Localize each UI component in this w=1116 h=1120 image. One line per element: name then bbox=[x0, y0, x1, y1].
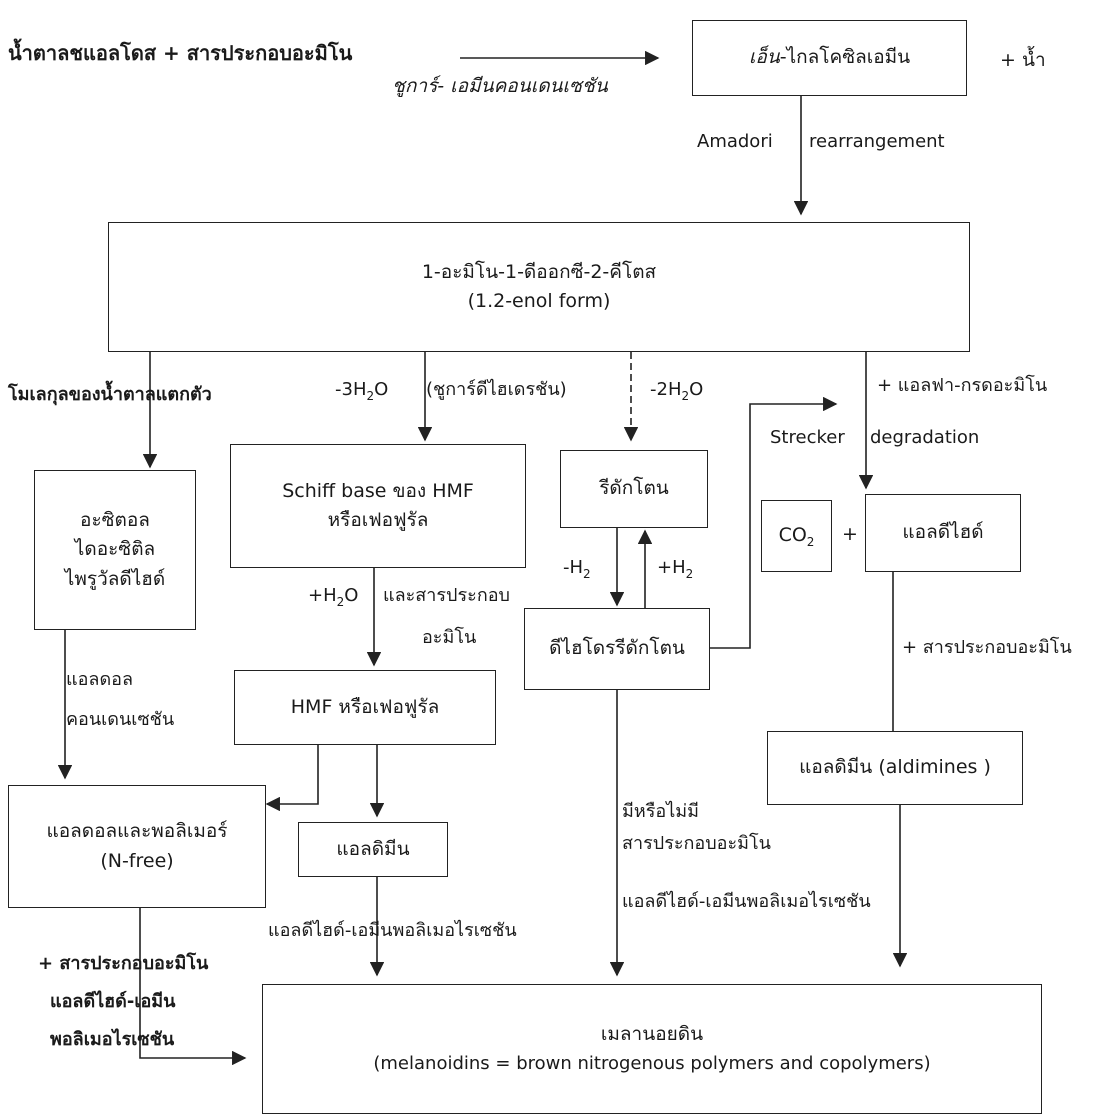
n-prefix: เอ็น bbox=[748, 46, 780, 69]
schiff-base-text: Schiff base ของ HMF bbox=[282, 479, 474, 502]
melanoidin-definition: (melanoidins = brown nitrogenous polymer… bbox=[373, 1052, 931, 1074]
aldimine-text: แอลดิมีน bbox=[336, 837, 410, 860]
melanoidin-node: เมลานอยดิน (melanoidins = brown nitrogen… bbox=[262, 984, 1042, 1114]
n-glycosylamine-node: เอ็น-ไกลโคซิลเอมีน bbox=[692, 20, 967, 96]
minus-2h2o-label: -2H2O bbox=[650, 379, 704, 403]
sugar-amine-condensation-label: ชูการ์- เอมีนคอนเดนเซชัน bbox=[392, 75, 608, 97]
arrow-hmf-aldol bbox=[265, 745, 319, 812]
co2-node: CO2 bbox=[761, 500, 832, 572]
n-free-label: (N-free) bbox=[100, 849, 174, 872]
aminoketose-name: 1-อะมิโน-1-ดีออกซี-2-คีโตส bbox=[421, 260, 657, 283]
melanoidin-name: เมลานอยดิน bbox=[600, 1023, 704, 1046]
aldimines-node: แอลดิมีน (aldimines ) bbox=[767, 731, 1023, 805]
aldehyde-amine-polymerization-mid-label: แอลดีไฮด์-เอมีนพอลิเมอไรเซชัน bbox=[268, 920, 517, 941]
plus-h2-label: +H2 bbox=[657, 557, 694, 581]
and-amino-label-1: และสารประกอบ bbox=[383, 585, 510, 606]
aldehyde-text: แอลดีไฮด์ bbox=[902, 521, 984, 544]
pyruvaldehyde-text: ไพรูวัลดีไฮด์ bbox=[64, 567, 166, 590]
left-aldehyde-amine-label: แอลดีไฮด์-เอมีน bbox=[50, 991, 176, 1012]
amadori-label: Amadori bbox=[697, 131, 773, 152]
aldol-polymer-text: แอลดอลและพอลิเมอร์ bbox=[46, 820, 228, 843]
glycosylamine-text: -ไกลโคซิลเอมีน bbox=[779, 46, 911, 69]
aminoketose-node: 1-อะมิโน-1-ดีออกซี-2-คีโตส (1.2-enol for… bbox=[108, 222, 970, 352]
dehydroreductone-node: ดีไฮโดรรีดักโตน bbox=[524, 608, 710, 690]
reductone-node: รีดักโตน bbox=[560, 450, 708, 528]
aldimines-text: แอลดิมีน (aldimines ) bbox=[799, 756, 991, 779]
diacetyl-text: ไดอะซิติล bbox=[74, 538, 156, 561]
acetol-node: อะซิตอล ไดอะซิติล ไพรูวัลดีไฮด์ bbox=[34, 470, 196, 630]
degradation-label: degradation bbox=[870, 427, 980, 448]
sugar-dehydration-label: (ชูการ์ดีไฮเดรชัน) bbox=[426, 379, 567, 400]
acetol-text: อะซิตอล bbox=[80, 508, 150, 531]
with-without-label-2: สารประกอบอะมิโน bbox=[622, 833, 771, 854]
reactants-label: น้ำตาลชแอลโดส + สารประกอบอะมิโน bbox=[8, 41, 353, 65]
schiff-base-node: Schiff base ของ HMF หรือเฟอฟูรัล bbox=[230, 444, 526, 568]
plus-amino-right-label: + สารประกอบอะมิโน bbox=[902, 637, 1072, 658]
rearrangement-label: rearrangement bbox=[809, 131, 945, 152]
sugar-fragmentation-label: โมเลกุลของน้ำตาลแตกตัว bbox=[8, 384, 212, 405]
reductone-text: รีดักโตน bbox=[599, 477, 669, 500]
left-amino-label: + สารประกอบอะมิโน bbox=[38, 953, 209, 974]
minus-3h2o-label: -3H2O bbox=[335, 379, 389, 403]
dehydroreductone-text: ดีไฮโดรรีดักโตน bbox=[549, 637, 685, 660]
aldol-label-1: แอลดอล bbox=[66, 669, 133, 690]
furfural-text: หรือเฟอฟูรัล bbox=[327, 509, 429, 531]
minus-h2-label: -H2 bbox=[563, 557, 591, 581]
condensation-label: คอนเดนเซชัน bbox=[66, 709, 175, 730]
and-amino-label-2: อะมิโน bbox=[422, 627, 477, 648]
hmf-furfural-text: HMF หรือเฟอฟูรัล bbox=[290, 695, 440, 718]
plus-h2o-label: +H2O bbox=[308, 585, 359, 609]
strecker-label: Strecker bbox=[770, 427, 845, 448]
plus-co2-label: + bbox=[842, 523, 858, 545]
left-polymerization-label: พอลิเมอไรเซชัน bbox=[50, 1029, 175, 1050]
hmf-furfural-node: HMF หรือเฟอฟูรัล bbox=[234, 670, 496, 745]
with-without-label-1: มีหรือไม่มี bbox=[622, 801, 699, 822]
aldol-polymer-node: แอลดอลและพอลิเมอร์ (N-free) bbox=[8, 785, 266, 908]
aldehyde-node: แอลดีไฮด์ bbox=[865, 494, 1021, 572]
alpha-amino-acid-label: + แอลฟา-กรดอะมิโน bbox=[877, 375, 1048, 396]
enol-form-label: (1.2-enol form) bbox=[467, 290, 611, 312]
aldehyde-amine-polymerization-right-label: แอลดีไฮด์-เอมีนพอลิเมอไรเซชัน bbox=[622, 891, 871, 912]
plus-water-label: + น้ำ bbox=[1000, 49, 1046, 71]
aldimine-node: แอลดิมีน bbox=[298, 822, 448, 877]
